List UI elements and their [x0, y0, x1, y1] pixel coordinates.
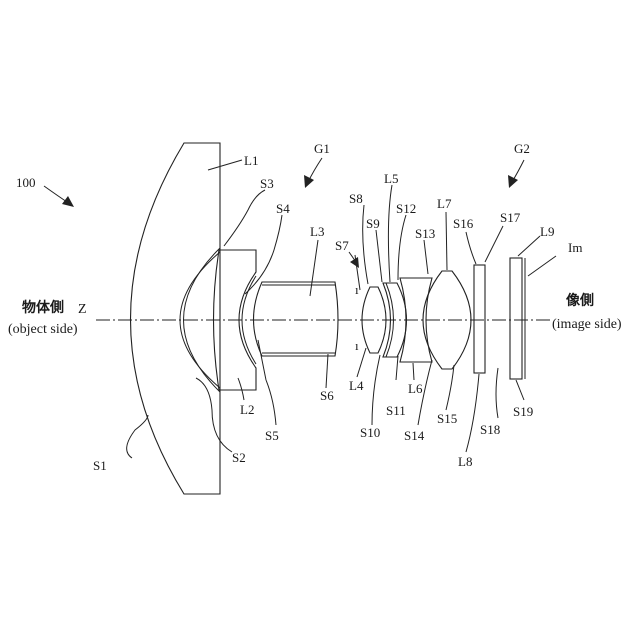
lens-L9-plate [510, 258, 522, 379]
image-side-en-label: (image side) [552, 317, 622, 332]
label-S4: S4 [276, 201, 290, 216]
label-L6: L6 [408, 381, 423, 396]
arrow-S7 [349, 252, 359, 268]
label-S10: S10 [360, 425, 380, 440]
label-S6: S6 [320, 388, 334, 403]
label-S16: S16 [453, 216, 474, 231]
label-S9: S9 [366, 216, 380, 231]
axis-z-label: Z [78, 302, 87, 317]
arrow-G2 [508, 160, 524, 188]
leader-lines [127, 160, 556, 458]
group-label-G2: G2 [514, 141, 530, 156]
object-side-cn-label: 物体側 [22, 299, 64, 316]
label-L3: L3 [310, 224, 324, 239]
arrow-100 [44, 186, 74, 207]
label-L8: L8 [458, 454, 472, 469]
label-S12: S12 [396, 201, 416, 216]
mark-upper: ı [355, 282, 359, 297]
lens-L1 [131, 143, 221, 494]
label-S17: S17 [500, 210, 521, 225]
lens-L3 [254, 282, 339, 356]
label-L9: L9 [540, 224, 554, 239]
label-L2: L2 [240, 402, 254, 417]
label-S18: S18 [480, 422, 500, 437]
label-S5: S5 [265, 428, 279, 443]
label-L1: L1 [244, 153, 258, 168]
label-S19: S19 [513, 404, 533, 419]
label-L5: L5 [384, 171, 398, 186]
label-S14: S14 [404, 428, 425, 443]
arrow-G1 [304, 158, 322, 188]
image-side-cn-label: 像側 [566, 292, 594, 309]
label-S7: S7 [335, 238, 349, 253]
label-S8: S8 [349, 191, 363, 206]
object-side-en-label: (object side) [8, 322, 78, 337]
label-S2: S2 [232, 450, 246, 465]
group-label-G1: G1 [314, 141, 330, 156]
label-S15: S15 [437, 411, 457, 426]
system-ref-label: 100 [16, 175, 36, 190]
label-Im: Im [568, 240, 582, 255]
mark-lower: ı [355, 338, 359, 353]
label-S3: S3 [260, 176, 274, 191]
lens-L8-plate [474, 265, 485, 373]
label-L7: L7 [437, 196, 452, 211]
label-S13: S13 [415, 226, 435, 241]
label-S1: S1 [93, 458, 107, 473]
label-L4: L4 [349, 378, 364, 393]
label-S11: S11 [386, 403, 406, 418]
